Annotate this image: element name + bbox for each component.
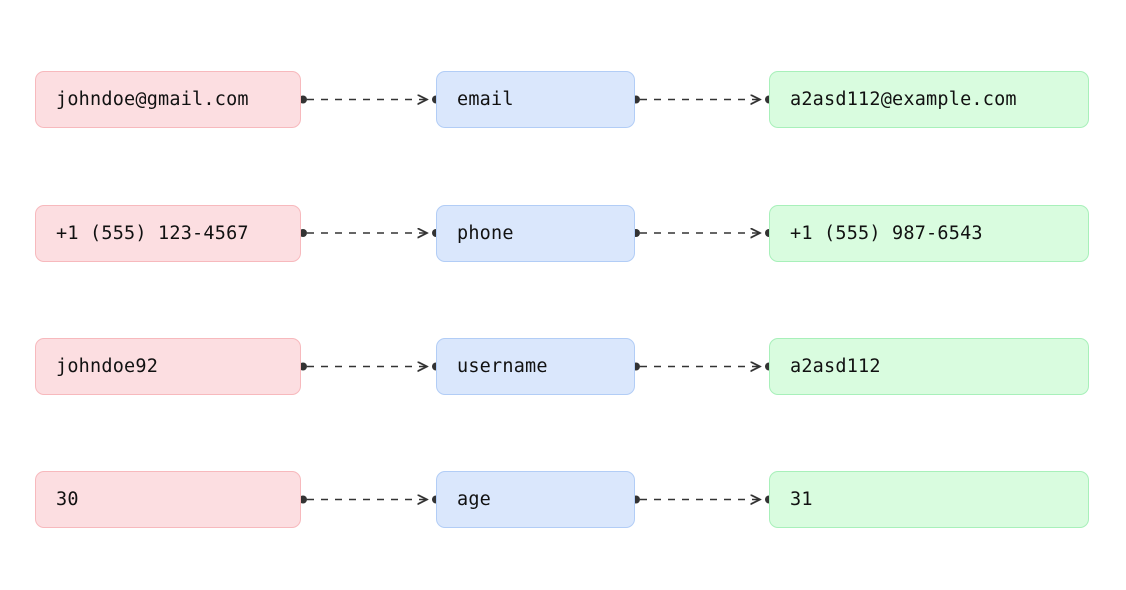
target-value-node-4[interactable]: 31 xyxy=(769,471,1089,528)
source-value-label-4: 30 xyxy=(56,489,79,510)
edge-field-to-target-1 xyxy=(632,96,773,104)
edge-source-to-field-3 xyxy=(299,363,440,371)
target-value-node-2[interactable]: +1 (555) 987-6543 xyxy=(769,204,1089,262)
edge-source-to-field-2 xyxy=(299,229,440,237)
source-value-label-3: johndoe92 xyxy=(56,356,159,377)
edge-source-to-field-4 xyxy=(299,496,440,504)
edge-field-to-target-2 xyxy=(632,229,773,237)
field-name-label-2: phone xyxy=(457,222,514,244)
target-value-label-3: a2asd112 xyxy=(790,356,881,377)
field-name-label-1: email xyxy=(457,89,514,110)
field-name-label-3: username xyxy=(457,356,548,377)
field-name-node-2[interactable]: phone xyxy=(436,204,635,262)
target-value-label-2: +1 (555) 987-6543 xyxy=(790,222,983,244)
edge-field-to-target-3 xyxy=(632,363,773,371)
target-value-node-1[interactable]: a2asd112@example.com xyxy=(769,71,1089,128)
source-value-node-1[interactable]: johndoe@gmail.com xyxy=(35,71,301,128)
source-value-label-1: johndoe@gmail.com xyxy=(56,89,249,110)
edge-source-to-field-1 xyxy=(299,96,440,104)
source-value-node-4[interactable]: 30 xyxy=(35,471,301,528)
target-value-label-4: 31 xyxy=(790,489,813,510)
field-name-node-4[interactable]: age xyxy=(436,471,635,528)
target-value-label-1: a2asd112@example.com xyxy=(790,89,1017,110)
field-name-node-3[interactable]: username xyxy=(436,338,635,395)
source-value-node-2[interactable]: +1 (555) 123-4567 xyxy=(35,204,301,262)
edge-field-to-target-4 xyxy=(632,496,773,504)
field-name-node-1[interactable]: email xyxy=(436,71,635,128)
source-value-node-3[interactable]: johndoe92 xyxy=(35,338,301,395)
source-value-label-2: +1 (555) 123-4567 xyxy=(56,222,249,244)
target-value-node-3[interactable]: a2asd112 xyxy=(769,338,1089,395)
field-name-label-4: age xyxy=(457,489,492,510)
